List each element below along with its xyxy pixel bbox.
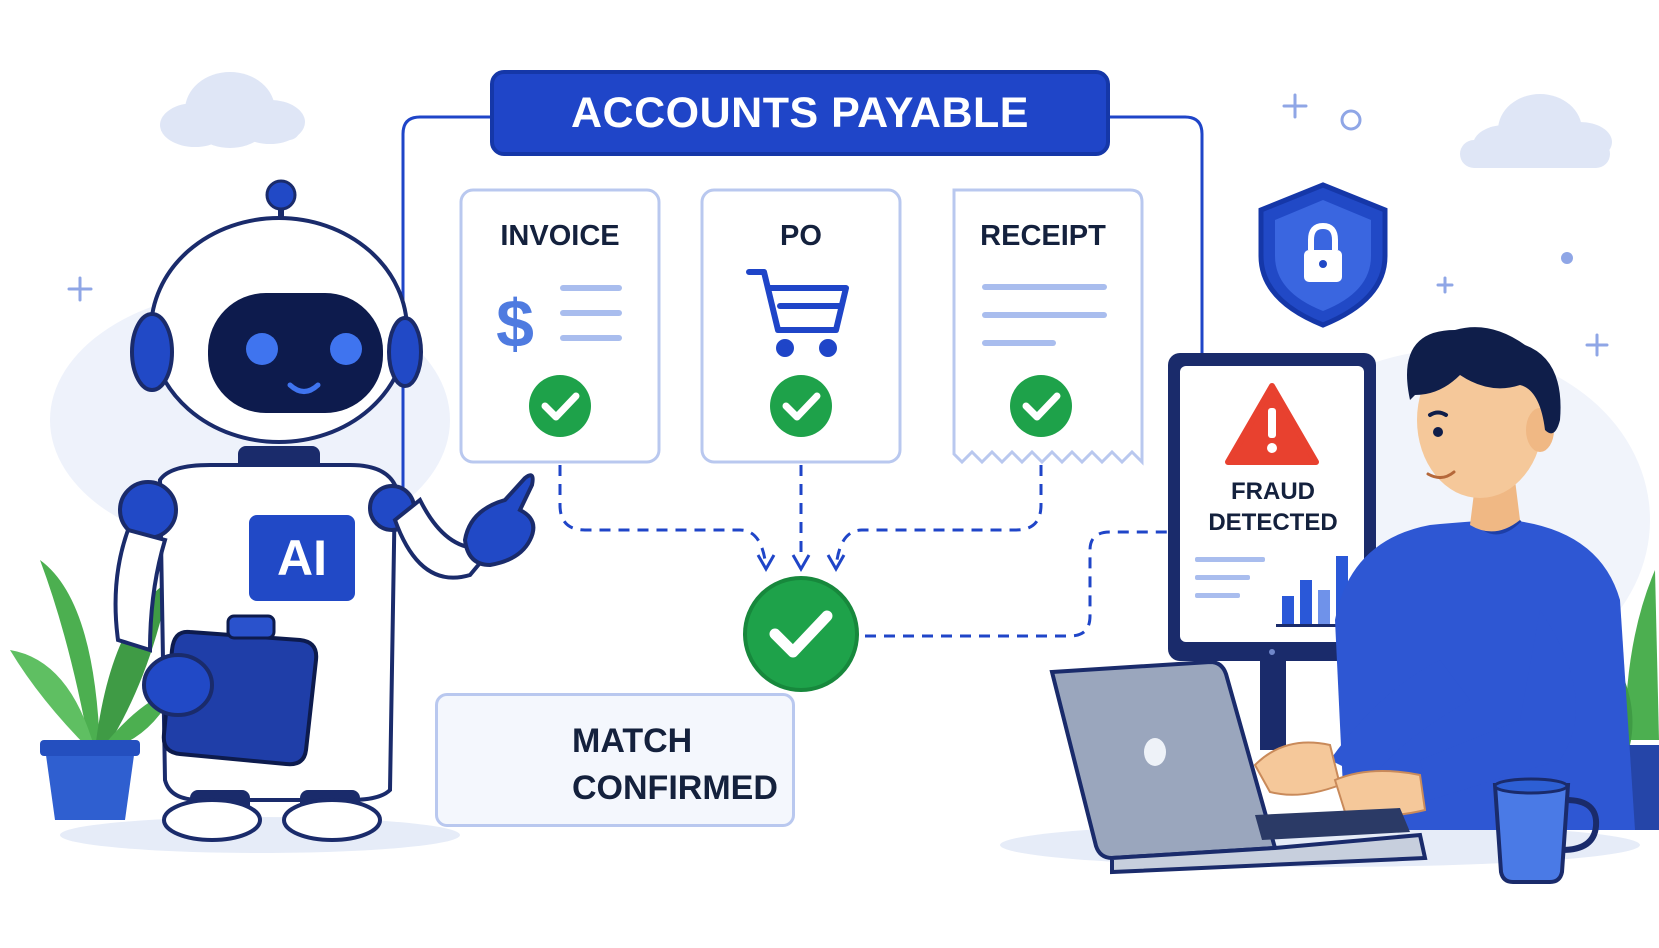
fraud-line-2: DETECTED: [1208, 509, 1338, 536]
po-label: PO: [780, 220, 822, 252]
fraud-line-1: FRAUD: [1231, 478, 1315, 505]
shield-lock-icon: [1258, 182, 1388, 328]
invoice-card: [459, 188, 661, 464]
warning-triangle-icon: [1225, 383, 1319, 465]
monitor: [1168, 353, 1376, 750]
check-icon: [770, 375, 832, 437]
po-card: [700, 188, 902, 464]
check-icon: [529, 375, 591, 437]
receipt-lines-icon: [982, 284, 1107, 346]
match-line-1: MATCH: [572, 722, 693, 760]
match-check-icon: [743, 576, 859, 692]
laptop: [1049, 659, 1428, 875]
match-confirmed-box: [435, 693, 795, 827]
invoice-label: INVOICE: [500, 220, 620, 252]
fraud-detected-alert: FRAUD DETECTED: [1178, 476, 1368, 538]
receipt-card: [952, 188, 1144, 466]
check-icon: [1010, 375, 1072, 437]
cloud-icon: [160, 72, 305, 148]
robot: [113, 179, 536, 842]
ai-badge-text: AI: [277, 530, 327, 586]
match-confirmed-text: MATCH CONFIRMED: [572, 718, 778, 812]
person: [1253, 327, 1635, 830]
shopping-cart-icon: [746, 269, 849, 357]
header-title: ACCOUNTS PAYABLE: [571, 88, 1029, 137]
mug-icon: [1492, 777, 1600, 884]
svg-text:$: $: [496, 286, 534, 362]
cloud-icon: [1460, 94, 1612, 168]
receipt-label: RECEIPT: [980, 220, 1106, 252]
dollar-icon: $: [496, 285, 622, 362]
match-line-2: CONFIRMED: [572, 769, 778, 807]
ai-badge: AI: [249, 515, 355, 601]
accounts-payable-header: ACCOUNTS PAYABLE: [490, 70, 1110, 156]
